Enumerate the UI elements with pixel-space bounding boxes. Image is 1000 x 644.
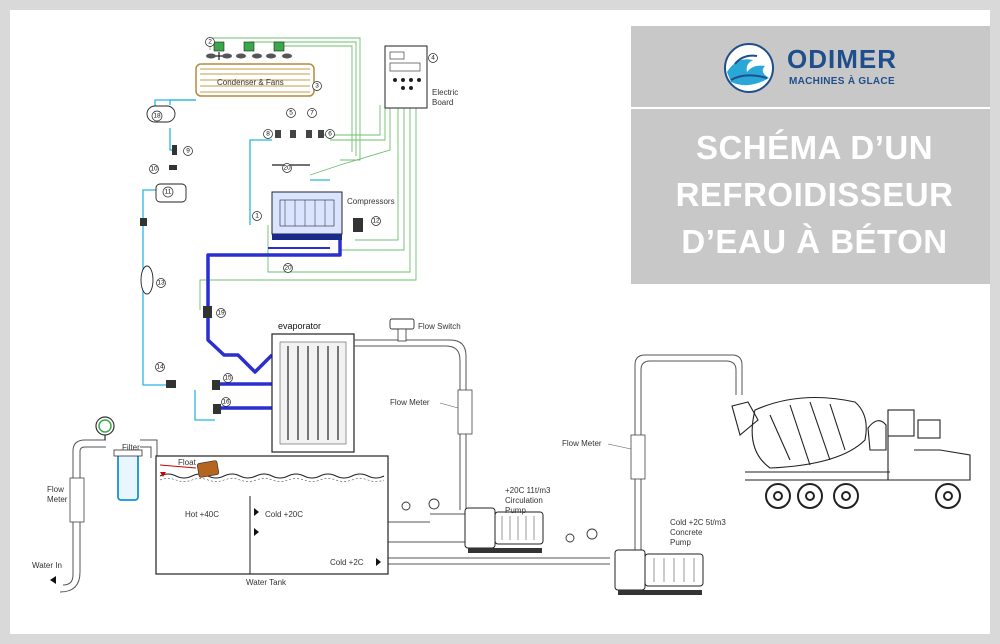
num-12: 12: [372, 218, 380, 225]
component-numbers: 2 3 4 5 7 8 6 9 10 11 18 1 12 13 14 15 1…: [149, 37, 438, 407]
concrete-pump-label-1: Cold +2C 5t/m3: [670, 518, 726, 527]
condenser-label: Condenser & Fans: [217, 78, 284, 87]
flow-meter-left-2: Meter: [47, 495, 68, 504]
evaporator: evaporator: [271, 321, 355, 453]
num-8: 8: [266, 131, 270, 138]
num-19: 19: [217, 310, 225, 317]
valve-group: [275, 130, 324, 138]
num-1: 1: [255, 213, 259, 220]
concrete-pump-label-3: Pump: [670, 538, 691, 547]
num-13: 13: [157, 280, 165, 287]
electric-board-label-1: Electric: [432, 88, 458, 97]
sight-glass: [140, 265, 154, 295]
concrete-pump-label-2: Concrete: [670, 528, 703, 537]
truck-wheels: [765, 483, 961, 509]
refrigerant-lines: [206, 225, 342, 410]
cold2-label: Cold +2C: [330, 558, 364, 567]
compressor-icon: Compressors: [271, 191, 395, 240]
title-line-1: SCHÉMA D’UN: [695, 129, 934, 166]
pump-icon: +20C 11t/m3 Circulation Pump: [464, 486, 551, 553]
flow-switch-label: Flow Switch: [418, 322, 461, 331]
num-3: 3: [315, 83, 319, 90]
hot-label: Hot +40C: [185, 510, 219, 519]
num-10: 10: [150, 166, 158, 173]
flow-meter-left-1: Flow: [47, 485, 64, 494]
num-2: 2: [208, 39, 212, 46]
electric-board: Electric Board: [384, 45, 458, 109]
circ-pump-label-3: Pump: [505, 506, 526, 515]
num-4: 4: [431, 55, 435, 62]
brand-tagline: MACHINES À GLACE: [789, 76, 895, 87]
water-tank: Hot +40C Cold +20C Cold +2C Water Tank: [155, 455, 389, 587]
float-label: Float: [178, 458, 197, 467]
logo-wave-icon: [724, 43, 774, 93]
gauge-icon: [401, 498, 598, 543]
pump-icon: Cold +2C 5t/m3 Concrete Pump: [614, 518, 726, 595]
float: Float: [159, 458, 220, 478]
num-14: 14: [156, 364, 164, 371]
filter: Filter: [113, 443, 143, 501]
fan-icon: [206, 41, 232, 60]
divider: [631, 107, 990, 109]
title-line-2: REFROIDISSEUR: [675, 176, 954, 213]
fan-icon: [266, 41, 292, 59]
condenser-fans: [206, 41, 292, 60]
circ-pump-label-2: Circulation: [505, 496, 543, 505]
flow-meter-label-2: Flow Meter: [562, 439, 602, 448]
flow-meter: Flow Meter: [562, 434, 646, 480]
num-7: 7: [310, 110, 314, 117]
water-tank-label: Water Tank: [246, 578, 287, 587]
flow-meter: Flow Meter: [47, 477, 85, 523]
water-in-arrow-icon: [50, 576, 56, 584]
flow-meter-label-1: Flow Meter: [390, 398, 430, 407]
title-panel: ODIMER MACHINES À GLACE SCHÉMA D’UN REFR…: [631, 26, 990, 284]
brand-logo: ODIMER MACHINES À GLACE: [631, 26, 990, 106]
num-5: 5: [289, 110, 293, 117]
cold20-label: Cold +20C: [265, 510, 303, 519]
circ-pump-label-1: +20C 11t/m3: [505, 486, 551, 495]
water-in-label: Water In: [32, 561, 62, 570]
concrete-truck-icon: [731, 396, 971, 481]
valve-icon: [140, 145, 363, 414]
title-line-3: D’EAU À BÉTON: [681, 223, 948, 260]
gauge-icon: [95, 416, 115, 440]
page-title: SCHÉMA D’UN REFROIDISSEUR D’EAU À BÉTON: [631, 124, 990, 265]
condenser-coil: Condenser & Fans: [195, 63, 315, 97]
compressors-label: Compressors: [347, 197, 395, 206]
fan-icon: [236, 41, 262, 59]
num-6: 6: [328, 131, 332, 138]
num-11: 11: [165, 189, 172, 196]
num-20a: 20: [283, 165, 291, 172]
evaporator-label: evaporator: [278, 321, 321, 331]
chiller-schematic: Condenser & Fans Electric Board Compress…: [32, 37, 971, 595]
electric-board-label-2: Board: [432, 98, 453, 107]
brand-name: ODIMER: [787, 44, 897, 74]
num-9: 9: [186, 148, 190, 155]
num-15: 15: [224, 375, 232, 382]
flow-meter: Flow Meter: [390, 389, 473, 435]
flow-switch: Flow Switch: [389, 318, 461, 342]
num-18: 18: [153, 113, 161, 120]
num-16: 16: [222, 399, 230, 406]
filter-label: Filter: [122, 443, 140, 452]
num-20b: 20: [284, 265, 292, 272]
